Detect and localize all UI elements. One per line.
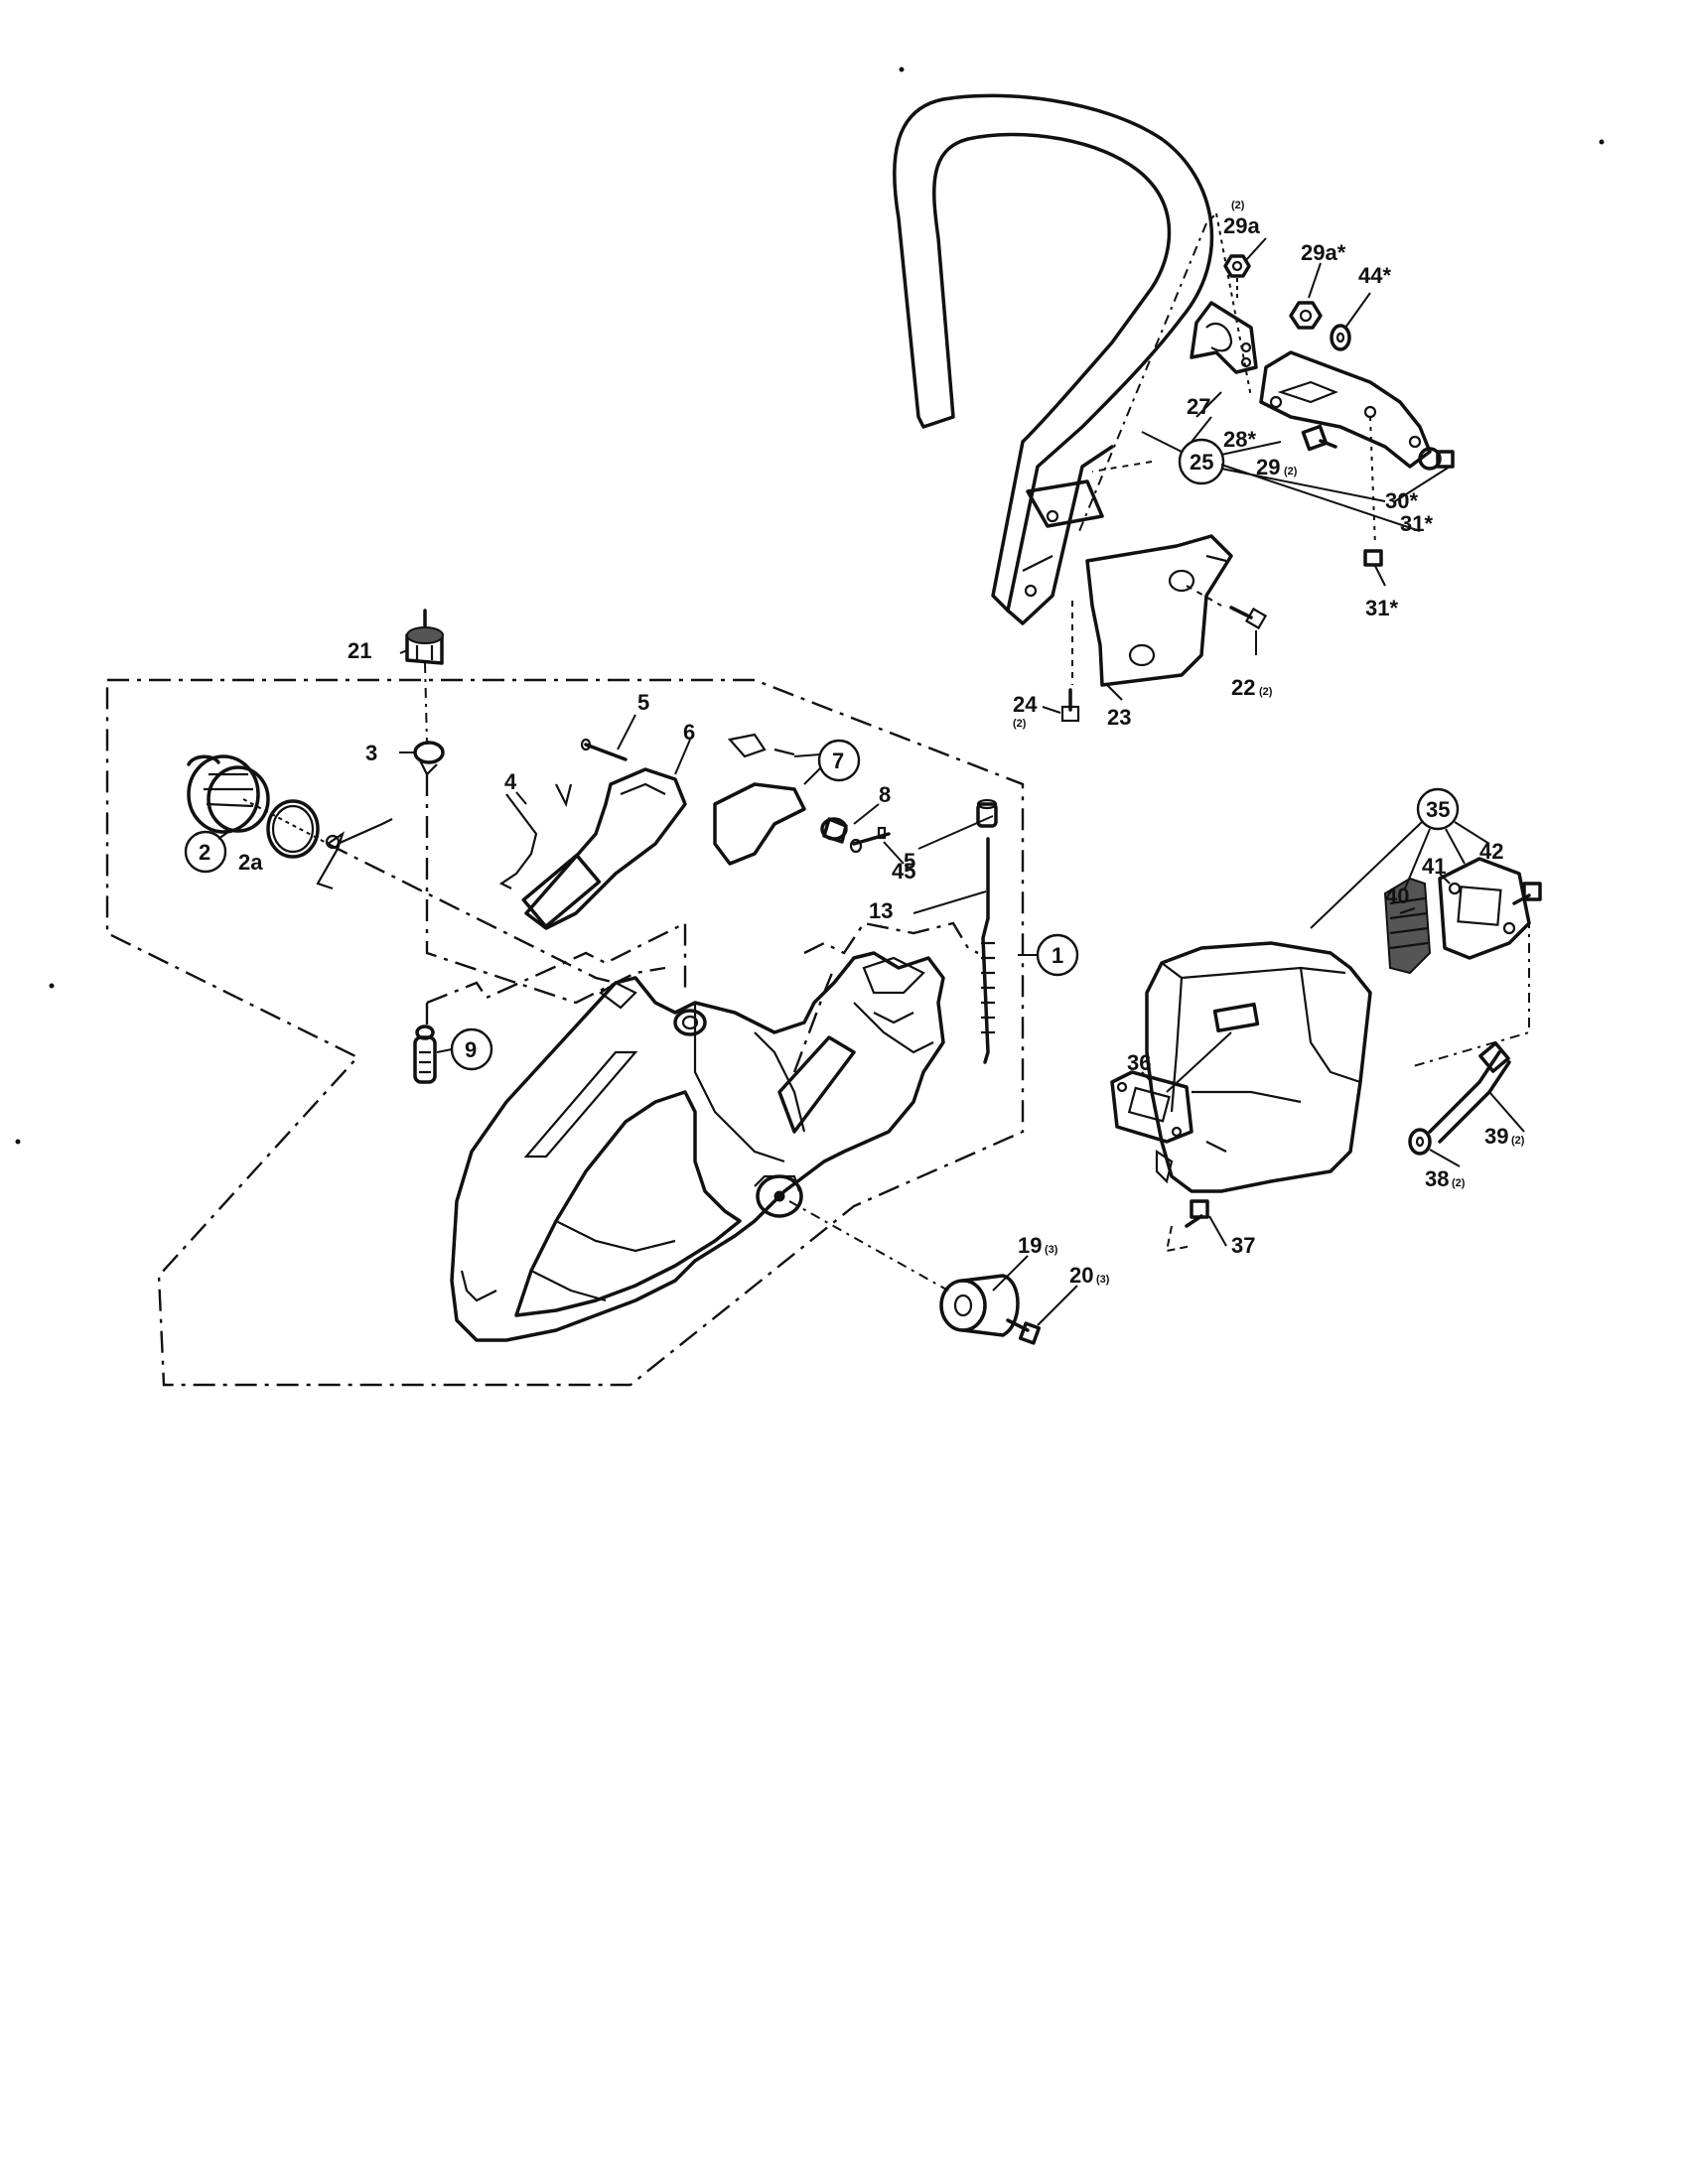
label-20: 20	[1069, 1263, 1093, 1288]
main-housing	[450, 951, 945, 1342]
screw-37	[1165, 1199, 1209, 1253]
handle-mount-plate	[1085, 534, 1233, 687]
trigger-6	[521, 767, 687, 930]
label-38: 38	[1425, 1166, 1449, 1191]
vibration-mount-19	[939, 1274, 1020, 1337]
label-20-qty: (3)	[1096, 1274, 1110, 1286]
label-35: 35	[1426, 797, 1450, 822]
callout-circle-2	[184, 830, 227, 874]
vent-3	[413, 741, 445, 776]
label-36: 36	[1127, 1050, 1151, 1075]
label-22-qty: (2)	[1259, 686, 1273, 698]
label-1: 1	[1052, 943, 1063, 968]
screw-29	[1301, 424, 1337, 452]
label-27: 27	[1187, 394, 1210, 419]
label-29a-qty: (2)	[1231, 200, 1245, 211]
lock-7	[713, 733, 806, 866]
screw-42	[1512, 882, 1542, 905]
label-5-top: 5	[637, 690, 649, 715]
washer-44	[1330, 324, 1351, 351]
label-45: 45	[892, 859, 915, 884]
callout-circle-7	[817, 739, 861, 782]
pin-5a	[580, 738, 628, 761]
label-7: 7	[832, 749, 844, 773]
label-41: 41	[1422, 854, 1446, 879]
fuel-filter-9	[413, 1024, 437, 1084]
label-38-qty: (2)	[1452, 1177, 1466, 1189]
label-4: 4	[504, 769, 517, 794]
oil-line-13	[981, 837, 995, 1064]
label-3: 3	[365, 741, 377, 765]
label-6: 6	[683, 720, 695, 745]
label-31-lower: 31*	[1365, 596, 1398, 620]
fuel-cap-21	[405, 609, 444, 665]
label-19-qty: (3)	[1045, 1244, 1058, 1256]
screw-24	[1060, 601, 1080, 723]
label-29a: 29a	[1223, 213, 1260, 238]
pin-5b	[849, 826, 891, 854]
nut-29a-star	[1289, 301, 1323, 330]
label-29a-star: 29a*	[1301, 240, 1346, 265]
label-8: 8	[879, 782, 891, 807]
gasket-36	[1110, 1070, 1193, 1144]
front-handle-bar	[893, 93, 1214, 625]
label-24: 24	[1013, 692, 1038, 717]
label-22: 22	[1231, 675, 1255, 700]
spring-4	[498, 783, 573, 889]
label-28: 28*	[1223, 427, 1256, 452]
label-2: 2	[199, 840, 210, 865]
callout-circle-35	[1416, 787, 1460, 831]
label-39-qty: (2)	[1511, 1135, 1525, 1147]
label-29-qty: (2)	[1284, 466, 1298, 478]
callout-circle-25	[1178, 438, 1225, 485]
label-2a: 2a	[238, 850, 263, 875]
assembly-boundary	[105, 678, 1025, 1387]
label-31-upper: 31*	[1400, 511, 1433, 536]
label-5-bottom: 5	[904, 849, 915, 874]
nut-29a	[1223, 254, 1251, 298]
label-19: 19	[1018, 1233, 1042, 1258]
label-30: 30*	[1385, 488, 1418, 513]
oil-cap-2	[187, 754, 270, 834]
screw-31-lower	[1363, 416, 1383, 567]
washer-38	[1408, 1128, 1432, 1156]
muffler-body	[1145, 941, 1372, 1193]
screw-22	[1186, 585, 1268, 630]
screen-cover-41	[1438, 857, 1531, 960]
label-24-qty: (2)	[1013, 718, 1027, 730]
label-25: 25	[1190, 450, 1213, 475]
label-23: 23	[1107, 705, 1131, 730]
label-40: 40	[1385, 884, 1409, 908]
sleeve-8	[820, 817, 848, 844]
label-21: 21	[348, 638, 371, 663]
label-29: 29	[1256, 455, 1280, 479]
label-42: 42	[1479, 839, 1503, 864]
gasket-2a	[266, 799, 320, 859]
screw-20	[1006, 1318, 1042, 1345]
handle-side-bracket	[1259, 350, 1432, 469]
label-13: 13	[869, 898, 893, 923]
label-9: 9	[465, 1037, 477, 1062]
label-39: 39	[1484, 1124, 1508, 1149]
retainer-clip	[316, 818, 393, 890]
label-37: 37	[1231, 1233, 1255, 1258]
handle-bracket-27	[1190, 301, 1258, 374]
oil-pickup-45	[976, 798, 998, 828]
screw-30	[1418, 447, 1455, 471]
label-44: 44*	[1358, 263, 1391, 288]
